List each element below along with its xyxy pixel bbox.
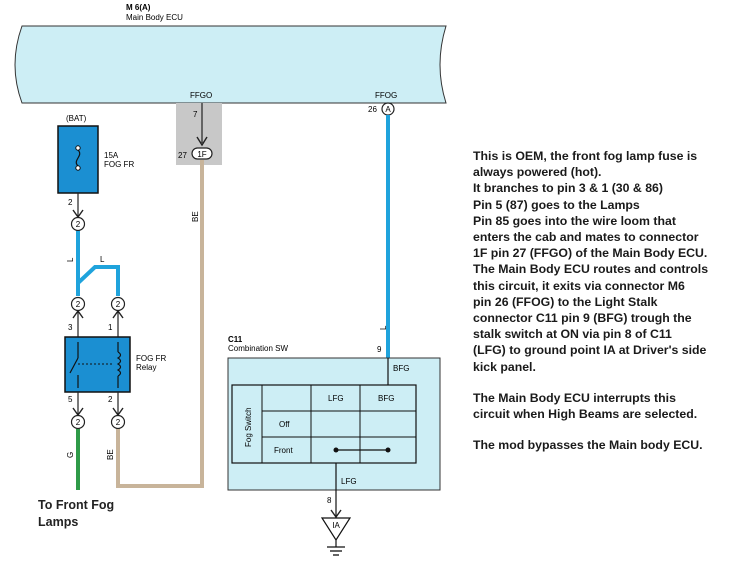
wire-branch-pin1 — [76, 265, 120, 296]
desc-line: The mod bypasses the Main body ECU. — [473, 438, 703, 453]
desc-line: pin 26 (FFOG) to the Light Stalk — [473, 294, 658, 309]
relay-conn-b-label: 2 — [116, 300, 121, 309]
ffog-pin: 26 — [368, 105, 377, 114]
desc-line: The Main Body ECU interrupts this — [473, 390, 676, 405]
ffgo-conn-label: 1F — [197, 150, 206, 159]
relay-coil-icon — [116, 351, 122, 377]
table-row-off: Off — [279, 420, 290, 429]
desc-line: It branches to pin 3 & 1 (30 & 86) — [473, 181, 663, 196]
ecu-connector-label: M 6(A) — [126, 3, 151, 12]
description-text: This is OEM, the front fog lamp fuse is … — [473, 148, 741, 453]
desc-line: circuit when High Beams are selected. — [473, 407, 698, 422]
wire-label-be-upper: BE — [191, 211, 200, 222]
relay-pin-2: 2 — [108, 395, 113, 404]
desc-line: This is OEM, the front fog lamp fuse is — [473, 149, 698, 163]
ffgo-pin: 7 — [193, 110, 198, 119]
desc-line: stalk switch at ON via pin 8 of C11 — [473, 327, 672, 342]
front-connection-dot-lfg — [333, 447, 339, 453]
ground-label: IA — [332, 521, 340, 530]
relay-contact-arm — [69, 357, 79, 374]
to-front-fog-lamps-label: To Front Fog Lamps — [38, 497, 114, 531]
fuse-pin-out: 2 — [68, 198, 73, 207]
ffog-conn-label: A — [385, 105, 391, 114]
main-body-ecu — [14, 25, 447, 104]
fuse-name: FOG FR — [104, 160, 134, 169]
relay-conn-d-label: 2 — [116, 418, 121, 427]
fuse-terminal-top — [75, 145, 81, 151]
relay-conn-c — [70, 414, 86, 430]
c11-pin-9: 9 — [377, 345, 382, 354]
relay-conn-c-label: 2 — [76, 418, 81, 427]
fog-fr-fuse — [57, 125, 99, 194]
desc-line: this circuit, it exits via connector M6 — [473, 278, 685, 293]
fuse-conn-pin: 2 — [76, 220, 81, 229]
desc-line: always powered (hot). — [473, 165, 602, 180]
wire-label-g: G — [66, 452, 75, 458]
desc-line: (LFG) to ground point IA at Driver's sid… — [473, 343, 707, 358]
desc-line: kick panel. — [473, 359, 536, 374]
wire-label-l-main: L — [66, 257, 75, 262]
table-col-lfg: LFG — [328, 394, 344, 403]
bfg-terminal-label: BFG — [393, 364, 409, 373]
to-fog-line-2: Lamps — [38, 515, 79, 529]
ground-point-icon — [320, 517, 352, 542]
wire-label-l-ffog: L — [379, 325, 388, 330]
lfg-terminal-label: LFG — [341, 477, 357, 486]
fuse-element-icon — [75, 149, 81, 167]
c11-connector-label: C11 — [228, 335, 243, 344]
ffgo-arrow-icon — [196, 136, 208, 147]
fog-switch-title: Fog Switch — [244, 407, 253, 447]
relay-conn-a-label: 2 — [76, 300, 81, 309]
ground-arrow-icon — [330, 509, 342, 519]
wire-label-l-branch: L — [100, 255, 105, 264]
relay-pin-3: 3 — [68, 323, 73, 332]
relay-name-2: Relay — [136, 363, 156, 372]
ffgo-connector — [191, 147, 213, 160]
table-col-bfg: BFG — [378, 394, 394, 403]
relay-pin-1: 1 — [108, 323, 113, 332]
wire-label-be-lower: BE — [106, 449, 115, 460]
desc-line: The Main Body ECU routes and controls — [473, 262, 709, 277]
relay-conn-d — [110, 414, 126, 430]
desc-line: Pin 5 (87) goes to the Lamps — [473, 197, 640, 212]
wire-relay-to-ffgo — [116, 160, 204, 488]
ffgo-label: FFGO — [190, 91, 212, 100]
fuse-terminal-bottom — [75, 165, 81, 171]
desc-line: connector C11 pin 9 (BFG) trough the — [473, 311, 692, 326]
front-connection-dot-bfg — [385, 447, 391, 453]
desc-line: Pin 85 goes into the wire loom that — [473, 213, 676, 228]
fog-switch-table — [231, 384, 417, 464]
combination-switch — [227, 357, 441, 491]
ecu-name: Main Body ECU — [126, 13, 183, 22]
desc-line: enters the cab and mates to connector — [473, 230, 699, 245]
c11-pin-8: 8 — [327, 496, 332, 505]
ffgo-conn-pin: 27 — [178, 151, 187, 160]
fuse-connector — [70, 216, 86, 232]
relay-pin-5: 5 — [68, 395, 73, 404]
c11-name: Combination SW — [228, 344, 288, 353]
desc-line: 1F pin 27 (FFGO) of the Main Body ECU. — [473, 246, 708, 261]
ffog-label: FFOG — [375, 91, 397, 100]
table-row-front: Front — [274, 446, 293, 455]
to-fog-line-1: To Front Fog — [38, 498, 115, 512]
fuse-rating: 15A — [104, 151, 119, 160]
relay-name-1: FOG FR — [136, 354, 166, 363]
fuse-source-label: (BAT) — [66, 114, 87, 123]
